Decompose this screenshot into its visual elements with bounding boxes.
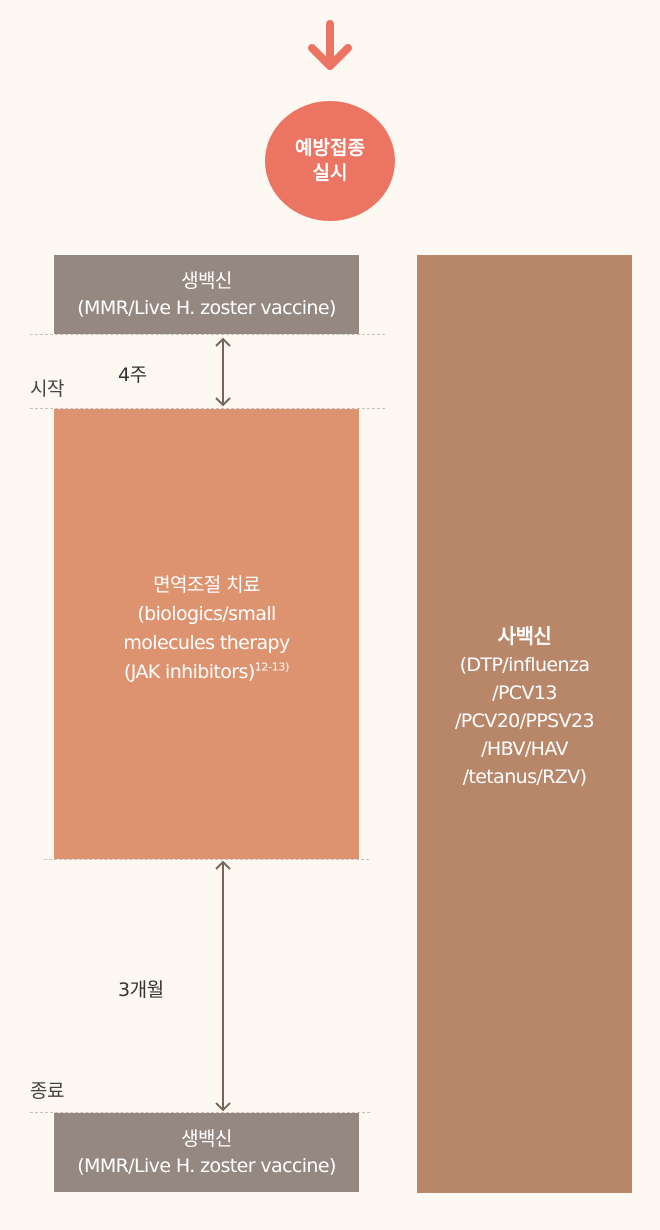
live-vaccine-box-top: 생백신 (MMR/Live H. zoster vaccine) (54, 255, 359, 334)
inactivated-vaccine-title: 사백신 (497, 623, 552, 648)
divider-dashed-stop (30, 1112, 370, 1113)
inactivated-vaccine-line: /PCV13 (492, 681, 557, 704)
end-label: 종료 (30, 1080, 64, 1102)
vaccination-step-label-2: 실시 (312, 162, 348, 184)
divider-dashed-top (30, 334, 385, 335)
divider-dashed-start (30, 408, 385, 409)
inactivated-vaccine-line: (DTP/influenza (459, 653, 590, 676)
therapy-line-2: (biologics/small (137, 603, 276, 625)
double-headed-arrow-icon (215, 337, 231, 407)
inactivated-vaccine-line: /tetanus/RZV) (462, 765, 587, 788)
interval-label-after: 3개월 (118, 979, 164, 1001)
therapy-line-4-text: (JAK inhibitors) (123, 661, 255, 683)
start-label: 시작 (30, 378, 64, 400)
interval-label-before: 4주 (118, 364, 147, 386)
reference-superscript: 12-13) (254, 660, 290, 674)
live-vaccine-title: 생백신 (181, 1127, 232, 1150)
live-vaccine-box-bottom: 생백신 (MMR/Live H. zoster vaccine) (54, 1113, 359, 1192)
vaccination-step-circle: 예방접종 실시 (265, 101, 395, 221)
vaccination-step-label-1: 예방접종 (295, 137, 365, 159)
live-vaccine-title: 생백신 (181, 269, 232, 292)
therapy-line-3: molecules therapy (123, 632, 290, 654)
live-vaccine-subtitle: (MMR/Live H. zoster vaccine) (77, 296, 336, 319)
live-vaccine-subtitle: (MMR/Live H. zoster vaccine) (77, 1154, 336, 1177)
inactivated-vaccine-line: /HBV/HAV (481, 737, 568, 760)
inactivated-vaccine-box: 사백신 (DTP/influenza /PCV13 /PCV20/PPSV23 … (417, 255, 632, 1193)
double-headed-arrow-icon (215, 860, 231, 1112)
therapy-title: 면역조절 치료 (153, 574, 260, 596)
therapy-line-4: (JAK inhibitors)12-13) (123, 658, 290, 687)
arrow-down-icon (308, 20, 352, 70)
inactivated-vaccine-line: /PCV20/PPSV23 (454, 709, 595, 732)
immunomodulatory-therapy-box: 면역조절 치료 (biologics/small molecules thera… (54, 409, 359, 859)
divider-dashed-end-of-therapy (44, 859, 369, 860)
